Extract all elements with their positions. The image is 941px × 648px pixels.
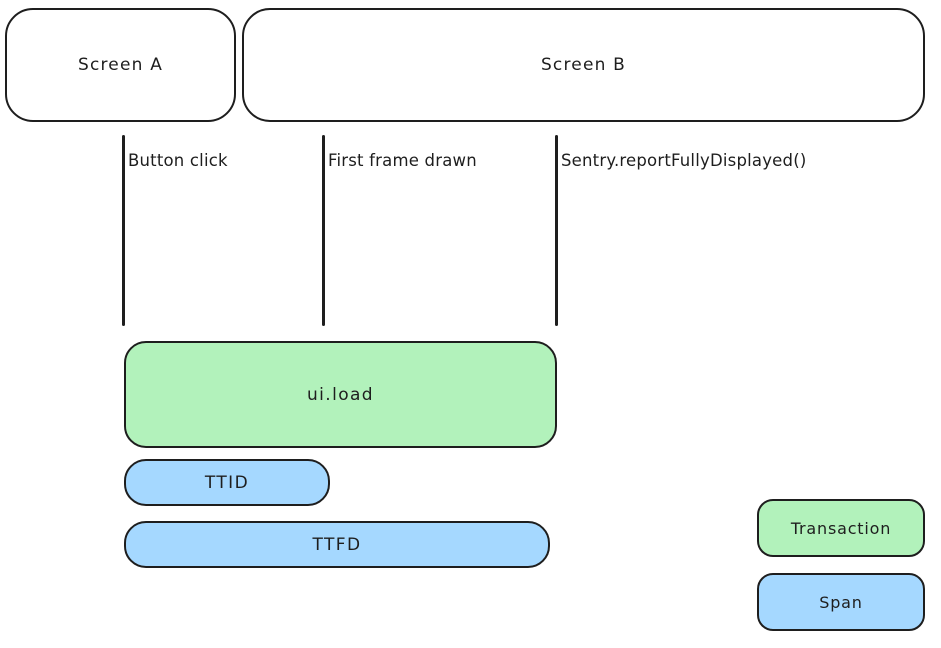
bar-ttid-label: TTID (204, 472, 250, 493)
marker-label-first-frame-drawn: First frame drawn (328, 151, 477, 170)
bar-ttfd[interactable]: TTFD (124, 521, 550, 568)
screen-b-label: Screen B (540, 55, 627, 75)
bar-ui-load-label: ui.load (306, 384, 375, 405)
bar-ui-load[interactable]: ui.load (124, 341, 557, 448)
legend-span-swatch[interactable]: Span (757, 573, 925, 631)
screen-b-box[interactable]: Screen B (242, 8, 925, 122)
bar-ttfd-label: TTFD (312, 534, 362, 555)
marker-line-report-fully-displayed (555, 135, 558, 326)
marker-line-button-click (122, 135, 125, 326)
screen-a-box[interactable]: Screen A (5, 8, 236, 122)
legend-transaction-label: Transaction (790, 518, 892, 538)
screen-a-label: Screen A (77, 55, 164, 75)
legend-transaction-swatch[interactable]: Transaction (757, 499, 925, 557)
marker-label-button-click: Button click (128, 151, 228, 170)
marker-line-first-frame-drawn (322, 135, 325, 326)
bar-ttid[interactable]: TTID (124, 459, 330, 506)
legend-span-label: Span (819, 592, 863, 612)
marker-label-report-fully-displayed: Sentry.reportFullyDisplayed() (561, 151, 807, 170)
